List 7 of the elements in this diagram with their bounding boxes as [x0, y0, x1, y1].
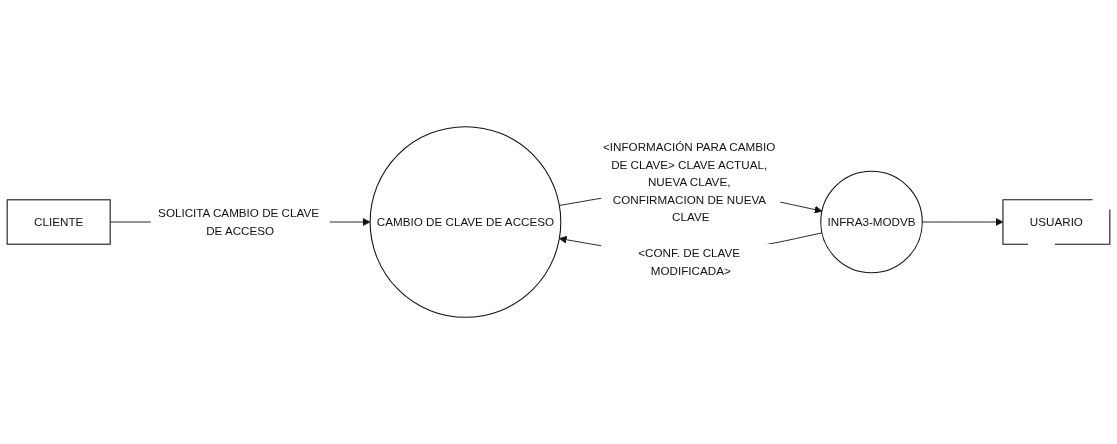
node-box: CLIENTE [6, 199, 111, 245]
node-circle: INFRA3-MODVB [820, 170, 923, 274]
node-circle: CAMBIO DE CLAVE DE ACCESO [369, 126, 562, 318]
edge-label: SOLICITA CAMBIO DE CLAVE DE ACCESO [158, 206, 319, 238]
node-box: USUARIO [1002, 199, 1111, 245]
edge-label: <INFORMACIÓN PARA CAMBIO DE CLAVE> CLAVE ACTUAL, NUEVA CLAVE, CONFIRMACION DE NUEVA CLAVE [602, 140, 776, 224]
edge-label: <CONF. DE CLAVE MODIFICADA> [638, 245, 741, 277]
